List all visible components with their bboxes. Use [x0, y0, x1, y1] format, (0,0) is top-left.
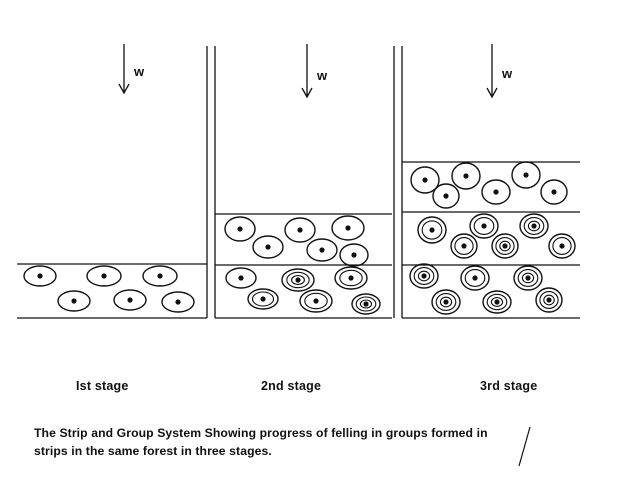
tree-icon — [513, 265, 543, 291]
tree-icon — [284, 217, 316, 243]
tree-icon — [351, 293, 381, 315]
stage-label-2: 2nd stage — [261, 379, 322, 393]
tree-icon — [482, 290, 512, 314]
caption-line-2: strips in the same forest in three stage… — [34, 444, 272, 458]
tree-icon — [409, 263, 439, 289]
tree-icon — [331, 215, 365, 241]
tree-icon — [334, 266, 368, 290]
annotation-stroke — [518, 426, 531, 467]
tree-icon — [481, 179, 511, 205]
tree-icon — [548, 233, 576, 259]
tree-group — [23, 161, 576, 315]
caption-line-1: The Strip and Group System Showing progr… — [34, 426, 488, 440]
tree-icon — [417, 216, 447, 244]
wind-label: w — [133, 64, 145, 79]
tree-icon — [225, 267, 257, 289]
tree-icon — [299, 289, 333, 313]
tree-icon — [460, 265, 490, 291]
tree-icon — [540, 179, 568, 205]
wind-label: w — [316, 68, 328, 83]
tree-icon — [431, 289, 461, 315]
tree-icon — [247, 288, 279, 310]
tree-icon — [450, 233, 478, 259]
tree-icon — [432, 183, 460, 209]
tree-icon — [23, 265, 57, 287]
tree-icon — [281, 268, 315, 292]
wind-arrow-icon — [486, 44, 498, 99]
tree-icon — [306, 238, 338, 262]
tree-icon — [410, 166, 440, 194]
tree-icon — [57, 290, 91, 312]
tree-icon — [252, 235, 284, 259]
tree-icon — [86, 265, 122, 287]
tree-icon — [451, 162, 481, 190]
tree-icon — [535, 287, 563, 313]
tree-icon — [113, 289, 147, 311]
tree-icon — [519, 213, 549, 239]
caption: The Strip and Group System Showing progr… — [34, 424, 634, 460]
tree-icon — [142, 265, 178, 287]
tree-icon — [339, 243, 369, 267]
tree-icon — [511, 161, 541, 189]
stage-label-1: Ist stage — [76, 379, 129, 393]
tree-icon — [491, 233, 519, 259]
wind-arrow-icon — [301, 44, 313, 99]
wind-label: w — [501, 66, 513, 81]
tree-icon — [161, 291, 195, 313]
tree-icon — [469, 213, 499, 239]
tree-icon — [224, 216, 256, 242]
stage-label-3: 3rd stage — [480, 379, 538, 393]
wind-arrow-icon — [118, 44, 130, 95]
